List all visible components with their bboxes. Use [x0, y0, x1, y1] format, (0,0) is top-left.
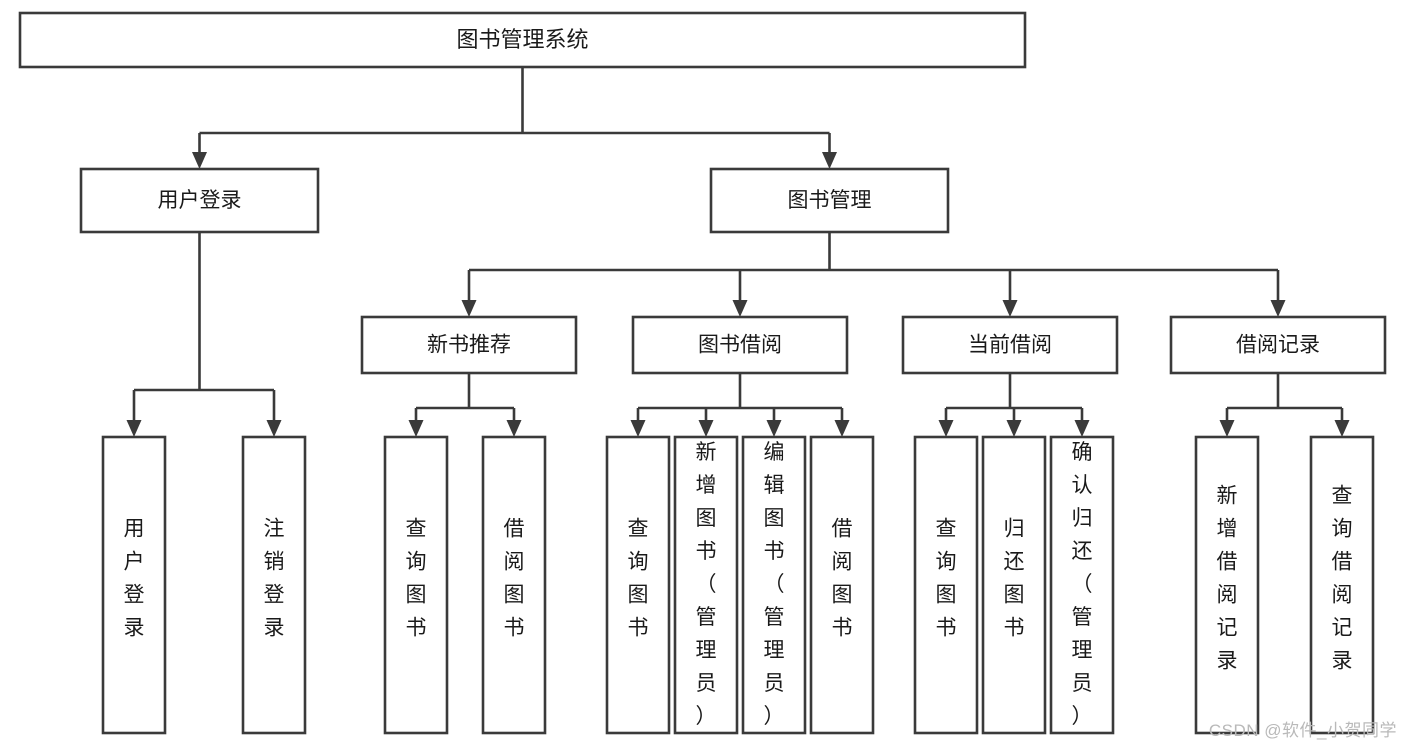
node-box[interactable]	[481, 435, 547, 735]
node-br-query-record[interactable]: 查询借阅记录	[1309, 435, 1375, 735]
node-box[interactable]	[913, 435, 979, 735]
node-label: 借阅图书	[832, 518, 853, 640]
node-box[interactable]	[79, 167, 320, 234]
connector-layer	[126, 67, 1350, 437]
node-cb-return-book[interactable]: 归还图书	[981, 435, 1047, 735]
node-bb-edit-book[interactable]: 编辑图书（管理员）	[741, 435, 807, 735]
node-box[interactable]	[981, 435, 1047, 735]
node-bb-query-book[interactable]: 查询图书	[605, 435, 671, 735]
arrow-head-icon	[1270, 300, 1286, 317]
node-nbr-query-book[interactable]: 查询图书	[383, 435, 449, 735]
node-label: 借阅记录	[1236, 334, 1320, 357]
node-borrow-record[interactable]: 借阅记录	[1169, 315, 1387, 375]
node-label: 借阅图书	[504, 518, 525, 640]
node-label: 查询借阅记录	[1332, 485, 1353, 673]
arrow-head-icon	[766, 420, 782, 437]
node-label: 查询图书	[628, 518, 649, 640]
node-box[interactable]	[360, 315, 578, 375]
node-label: 图书管理系统	[456, 27, 588, 52]
node-cb-query-book[interactable]: 查询图书	[913, 435, 979, 735]
node-box[interactable]	[1194, 435, 1260, 735]
node-box[interactable]	[1169, 315, 1387, 375]
node-box[interactable]	[18, 11, 1027, 69]
node-label: 注销登录	[264, 518, 285, 640]
arrow-head-icon	[1219, 420, 1235, 437]
node-label: 用户登录	[124, 518, 145, 640]
node-box[interactable]	[241, 435, 307, 735]
node-user-login-do[interactable]: 用户登录	[101, 435, 167, 735]
node-current-borrow[interactable]: 当前借阅	[901, 315, 1119, 375]
node-label: 新增图书（管理员）	[696, 441, 717, 728]
node-box[interactable]	[901, 315, 1119, 375]
node-user-logout[interactable]: 注销登录	[241, 435, 307, 735]
node-box[interactable]	[383, 435, 449, 735]
node-label: 查询图书	[936, 518, 957, 640]
node-book-manage[interactable]: 图书管理	[709, 167, 950, 234]
node-label: 编辑图书（管理员）	[764, 441, 785, 728]
node-root[interactable]: 图书管理系统	[18, 11, 1027, 69]
node-label: 图书借阅	[698, 334, 782, 357]
node-label: 确认归还（管理员）	[1072, 441, 1093, 728]
node-box[interactable]	[1049, 435, 1115, 735]
arrow-head-icon	[506, 420, 522, 437]
node-box[interactable]	[101, 435, 167, 735]
arrow-head-icon	[822, 152, 837, 169]
node-box[interactable]	[709, 167, 950, 234]
node-new-book-recommend[interactable]: 新书推荐	[360, 315, 578, 375]
node-book-borrow[interactable]: 图书借阅	[631, 315, 849, 375]
node-box[interactable]	[673, 435, 739, 735]
node-label: 归还图书	[1004, 518, 1025, 640]
arrow-head-icon	[266, 420, 282, 437]
arrow-head-icon	[630, 420, 646, 437]
node-box[interactable]	[605, 435, 671, 735]
arrow-head-icon	[732, 300, 748, 317]
arrow-head-icon	[938, 420, 954, 437]
node-label: 当前借阅	[968, 334, 1052, 357]
arrow-head-icon	[461, 300, 477, 317]
node-box[interactable]	[809, 435, 875, 735]
node-nbr-borrow-book[interactable]: 借阅图书	[481, 435, 547, 735]
arrow-head-icon	[1074, 420, 1090, 437]
node-cb-confirm-return[interactable]: 确认归还（管理员）	[1049, 435, 1115, 735]
node-br-add-record[interactable]: 新增借阅记录	[1194, 435, 1260, 735]
node-label: 图书管理	[788, 189, 872, 212]
arrow-head-icon	[192, 152, 207, 169]
arrow-head-icon	[698, 420, 714, 437]
node-label: 新增借阅记录	[1217, 485, 1238, 673]
arrow-head-icon	[126, 420, 142, 437]
arrow-head-icon	[1002, 300, 1018, 317]
arrow-head-icon	[834, 420, 850, 437]
node-box[interactable]	[741, 435, 807, 735]
node-box[interactable]	[1309, 435, 1375, 735]
arrow-head-icon	[1006, 420, 1022, 437]
node-bb-add-book[interactable]: 新增图书（管理员）	[673, 435, 739, 735]
node-label: 新书推荐	[427, 334, 511, 357]
node-label: 用户登录	[158, 189, 242, 212]
node-label: 查询图书	[406, 518, 427, 640]
node-box[interactable]	[631, 315, 849, 375]
arrow-head-icon	[1334, 420, 1350, 437]
node-user-login[interactable]: 用户登录	[79, 167, 320, 234]
arrow-head-icon	[408, 420, 424, 437]
node-layer: 图书管理系统用户登录图书管理用户登录注销登录新书推荐查询图书借阅图书图书借阅查询…	[18, 11, 1387, 735]
node-bb-borrow-book[interactable]: 借阅图书	[809, 435, 875, 735]
